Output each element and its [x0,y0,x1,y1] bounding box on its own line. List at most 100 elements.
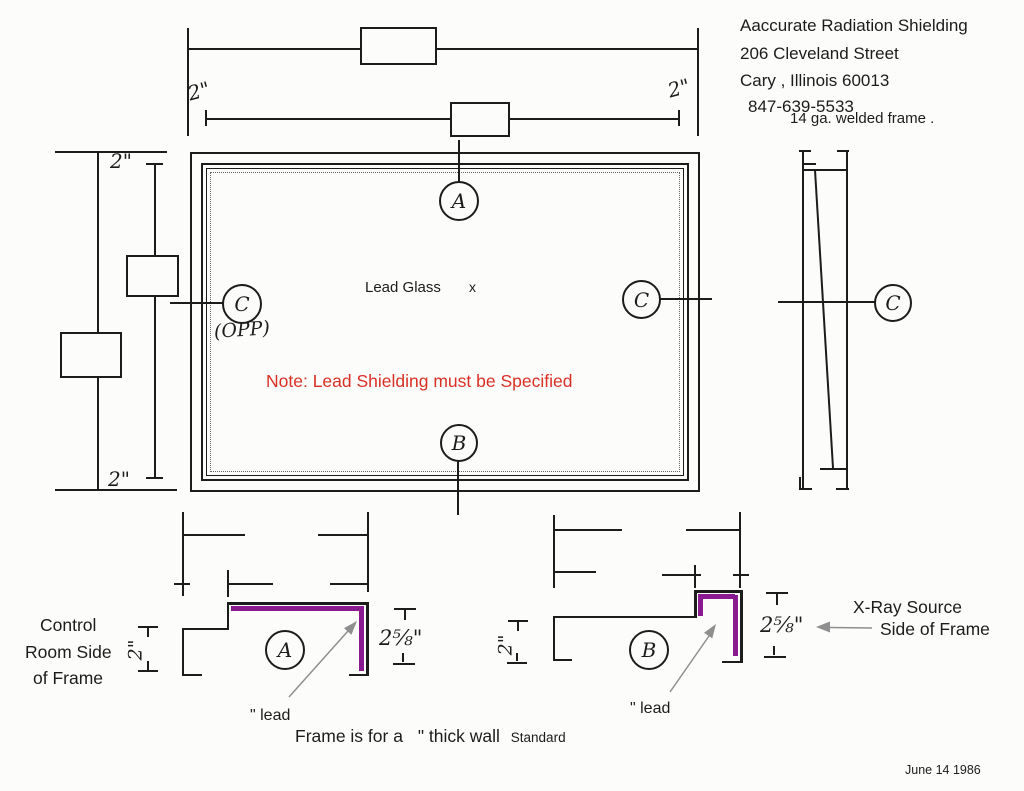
tick-mark [227,570,229,597]
dimension-label: 2" [494,634,517,656]
section-marker-a: A [439,181,479,221]
left-dimension-line-outer [97,153,99,333]
xray-source-label-line2: Side of Frame [880,619,990,639]
dimension-label: 2" [110,149,132,173]
top-extension-line-left [187,28,189,136]
tick-mark [766,592,788,594]
dimension-value-box [360,27,437,65]
dimension-label: 2" [124,639,147,661]
dimension-label: 2" [108,467,130,491]
tick-mark [517,622,519,631]
detail-marker-b: B [629,630,669,670]
lead-glass-label: Lead Glass [365,279,441,296]
detail-a-profile-right [366,602,369,676]
tick-mark [394,608,416,610]
detail-b-dim-line [662,574,701,576]
detail-b-profile-right [740,590,743,663]
detail-marker-a: A [265,630,305,670]
dimension-label: 2" [185,76,213,106]
tick-mark [147,661,149,670]
tick-mark [516,653,518,661]
tick-mark [776,594,778,605]
top-dimension-line-outer [188,48,698,50]
tick-mark [507,662,527,664]
company-name: Aaccurate Radiation Shielding [740,16,968,35]
lead-pointer-arrow-b [669,624,716,693]
detail-b-lead-lining-top [698,594,735,599]
section-marker-b: B [440,424,478,462]
detail-b-dim-line [733,574,749,576]
tick-mark [138,626,158,628]
detail-a-dim-line [330,583,367,585]
detail-b-dim-line [555,571,596,573]
tick-mark [678,110,680,126]
side-view-top-bracket [837,150,849,152]
lead-thickness-label-b: " lead [630,700,671,717]
detail-b-profile-left [553,616,555,661]
detail-b-profile-foot [722,661,742,663]
company-city: Cary , Illinois 60013 [740,71,890,90]
tick-mark [402,653,404,662]
section-marker-c-side: C [874,284,912,322]
detail-a-profile-shelf [182,628,228,630]
side-view-bottom-bracket [799,477,801,489]
wall-thickness-note: Frame is for a " thick wall Standard [295,726,566,746]
side-view-top-bracket [799,150,811,152]
welded-frame-note: 14 ga. welded frame . [790,110,935,127]
detail-a-extension-line [182,512,184,596]
side-view-glass-diagonal [814,169,834,469]
dimension-value-box [126,255,179,297]
detail-a-extension-line [367,512,369,592]
detail-a-dim-line [229,583,273,585]
left-extension-line-bottom [55,489,177,491]
left-dimension-line-outer [97,377,99,490]
section-c-right-leader-line [658,298,712,300]
detail-b-profile-step [694,591,697,618]
wall-note-part3: Standard [510,730,566,745]
tick-mark [205,110,207,126]
detail-b-profile-top [694,590,743,593]
detail-b-extension-line [553,515,555,588]
detail-a-dim-line [184,534,245,536]
side-view-bottom-bracket [799,488,812,490]
detail-a-profile-top [227,602,369,605]
detail-a-profile-step [227,604,229,630]
section-marker-c-right: C [622,280,661,319]
detail-a-profile-left [182,628,184,676]
lead-thickness-label-a: " lead [250,707,291,724]
tick-mark [508,620,528,622]
detail-b-lead-lining-side [733,595,738,656]
side-view-bottom-step [820,468,847,470]
detail-b-lead-lining-step [698,596,703,616]
tick-mark [147,628,149,637]
dimension-label: 2" [665,73,693,103]
side-view-bottom-bracket [846,477,848,489]
frame-glass-stop-rect [210,172,680,472]
detail-b-extension-line [739,512,741,588]
section-c-left-leader-line [170,302,223,304]
detail-b-profile-foot [553,659,572,661]
side-view-bottom-bracket [836,488,849,490]
frame-mid-rect [201,163,689,481]
wall-note-part2: " thick wall [417,726,500,746]
company-phone: 847-639-5533 [748,97,854,116]
xray-side-pointer-arrow [816,621,873,633]
detail-b-dim-line [686,529,739,531]
tick-mark [404,610,406,620]
lead-shielding-note: Note: Lead Shielding must be Specified [266,371,573,391]
tick-mark [764,656,786,658]
side-view-inner-top-line [803,169,847,171]
top-dimension-line-inner [206,118,680,120]
left-dimension-line-inner [154,164,156,256]
side-view-right-edge [846,152,848,490]
date-label: June 14 1986 [905,763,981,777]
frame-outer-rect [190,152,700,492]
frame-inner-rect [206,168,684,476]
detail-b-dim-line [555,529,622,531]
detail-a-profile-foot [349,674,368,676]
control-room-label-line1: Control [40,615,97,635]
tick-mark [694,565,696,588]
section-b-leader-line [457,459,459,515]
wall-note-part1: Frame is for a [295,726,403,746]
